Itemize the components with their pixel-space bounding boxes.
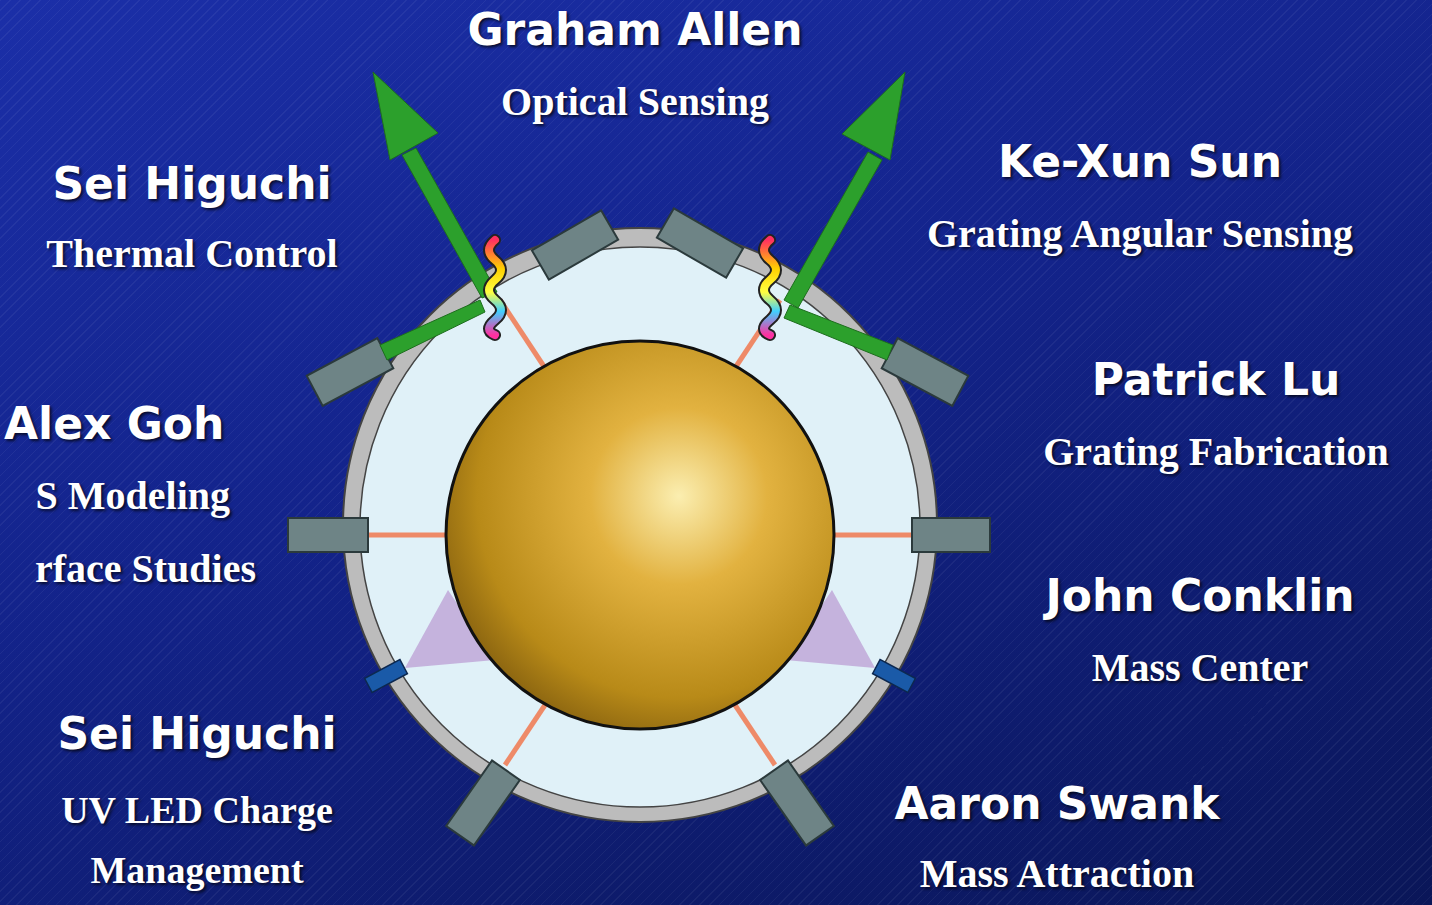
person-name: Ke-Xun Sun xyxy=(998,134,1282,190)
person-name: Sei Higuchi xyxy=(57,706,336,762)
role-label: S Modeling xyxy=(36,470,230,522)
role-label: Grating Angular Sensing xyxy=(927,208,1353,260)
role-label: UV LED Charge Management xyxy=(32,780,362,900)
role-label: Optical Sensing xyxy=(501,76,769,128)
role-label: Thermal Control xyxy=(46,228,337,280)
person-name: Graham Allen xyxy=(467,2,802,58)
role-label: Grating Fabrication xyxy=(1043,426,1389,478)
person-name: John Conklin xyxy=(1045,568,1354,624)
person-name: Patrick Lu xyxy=(1092,352,1341,408)
person-name: Alex Goh xyxy=(4,396,224,452)
role-label: rface Studies xyxy=(35,543,256,595)
role-label: Mass Attraction xyxy=(920,848,1194,900)
person-name: Aaron Swank xyxy=(895,776,1220,832)
person-name: Sei Higuchi xyxy=(52,156,331,212)
role-label: Mass Center xyxy=(1092,642,1309,694)
